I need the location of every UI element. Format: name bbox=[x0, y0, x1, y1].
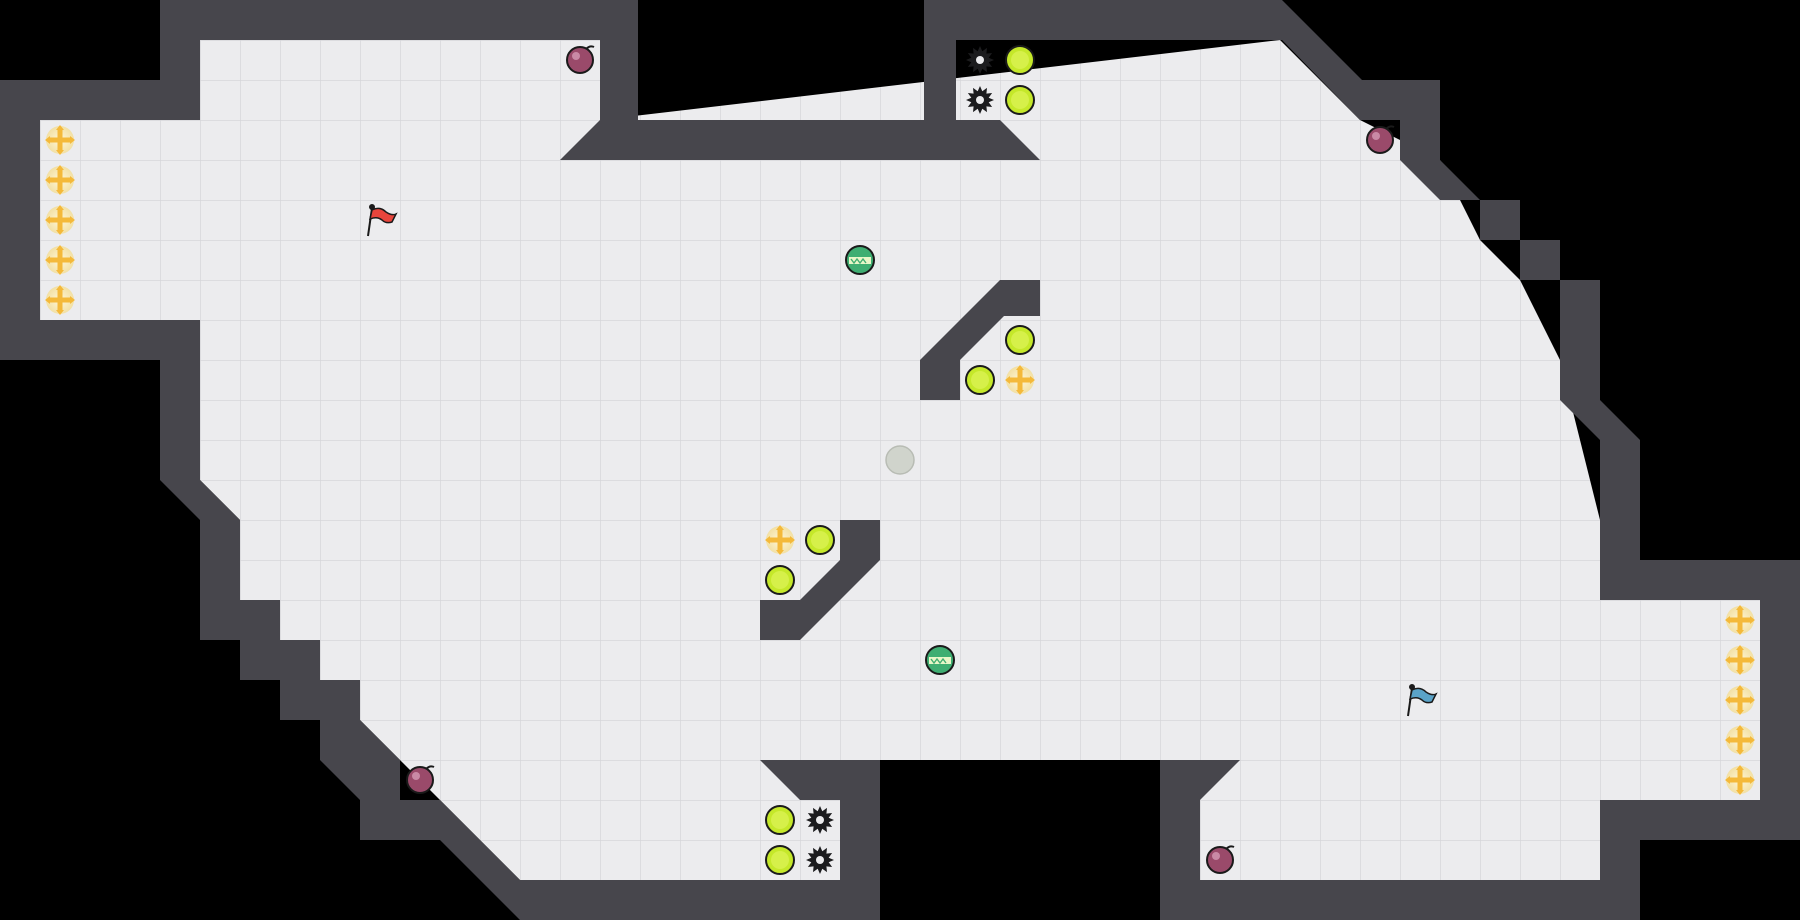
boost-pad-icon bbox=[1005, 365, 1035, 395]
entities bbox=[45, 45, 1755, 875]
bomb-icon bbox=[566, 45, 595, 74]
bomb-icon bbox=[1366, 125, 1395, 154]
boost-pad-icon bbox=[1725, 685, 1755, 715]
blue-flag-icon bbox=[1407, 684, 1438, 717]
boost-pad-icon bbox=[45, 165, 75, 195]
green-ball-icon bbox=[765, 845, 795, 875]
green-ball-icon bbox=[765, 805, 795, 835]
spike-icon bbox=[966, 86, 994, 114]
spike-icon bbox=[966, 46, 994, 74]
green-ball-icon bbox=[1005, 85, 1035, 115]
boost-pad-icon bbox=[765, 525, 795, 555]
spike-icon bbox=[806, 846, 834, 874]
obstacle-upper bbox=[920, 280, 1040, 400]
boost-pad-icon bbox=[1725, 605, 1755, 635]
bomb-icon bbox=[406, 765, 435, 794]
boost-pad-icon bbox=[1725, 645, 1755, 675]
spike-icon bbox=[806, 806, 834, 834]
powerup-icon bbox=[925, 645, 955, 675]
bomb-icon bbox=[1206, 845, 1235, 874]
boost-pad-icon bbox=[45, 205, 75, 235]
green-ball-icon bbox=[1005, 325, 1035, 355]
obstacle-lower bbox=[760, 520, 880, 640]
boost-pad-icon bbox=[1725, 765, 1755, 795]
green-ball-icon bbox=[805, 525, 835, 555]
powerup-icon bbox=[845, 245, 875, 275]
boost-pad-icon bbox=[45, 285, 75, 315]
red-flag-icon bbox=[367, 204, 398, 237]
spawn-marker-icon bbox=[885, 445, 915, 475]
green-ball-icon bbox=[1005, 45, 1035, 75]
boost-pad-icon bbox=[1725, 725, 1755, 755]
green-ball-icon bbox=[765, 565, 795, 595]
boost-pad-icon bbox=[45, 125, 75, 155]
boost-pad-icon bbox=[45, 245, 75, 275]
green-ball-icon bbox=[965, 365, 995, 395]
